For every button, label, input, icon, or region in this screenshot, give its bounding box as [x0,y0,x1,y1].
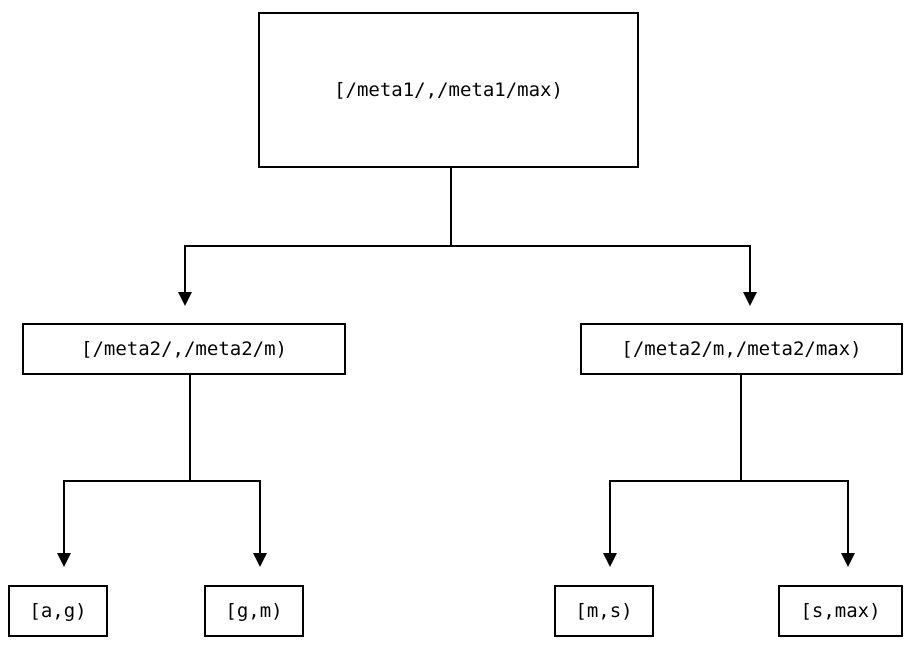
edge-mid-right-horizontal-bar [609,480,849,482]
arrowhead-icon-to-leaf-b [253,553,267,567]
tree-node-mid-left-label: [/meta2/,/meta2/m) [81,337,287,360]
edge-mid-left-horizontal-bar [63,480,261,482]
tree-node-mid-right[interactable]: [/meta2/m,/meta2/max) [580,323,903,375]
edge-root-to-mid-left [184,246,186,292]
edge-mid-right-stem [740,375,742,481]
tree-node-leaf-d[interactable]: [s,max) [778,585,903,637]
arrowhead-icon-root-to-mid-left [178,292,192,306]
arrowhead-icon-to-leaf-c [603,553,617,567]
edge-root-to-mid-right [749,246,751,292]
arrowhead-icon-root-to-mid-right [743,292,757,306]
tree-node-leaf-d-label: [s,max) [800,599,881,622]
tree-node-leaf-c-label: [m,s) [575,599,633,622]
tree-node-leaf-b-label: [g,m) [225,599,283,622]
arrowhead-icon-to-leaf-a [57,553,71,567]
edge-mid-left-to-leaf-b [259,481,261,553]
tree-node-root-label: [/meta1/,/meta1/max) [334,78,563,101]
tree-node-leaf-c[interactable]: [m,s) [554,585,654,637]
edge-root-stem [450,168,452,246]
edge-mid-right-to-leaf-d [847,481,849,553]
tree-node-leaf-a[interactable]: [a,g) [8,585,108,637]
tree-node-mid-left[interactable]: [/meta2/,/meta2/m) [22,323,346,375]
edge-root-horizontal-bar [184,245,751,247]
edge-mid-left-to-leaf-a [63,481,65,553]
tree-node-root[interactable]: [/meta1/,/meta1/max) [258,12,639,168]
tree-node-leaf-b[interactable]: [g,m) [204,585,304,637]
edge-mid-left-stem [189,375,191,481]
arrowhead-icon-to-leaf-d [841,553,855,567]
tree-node-mid-right-label: [/meta2/m,/meta2/max) [621,337,862,360]
tree-node-leaf-a-label: [a,g) [29,599,87,622]
edge-mid-right-to-leaf-c [609,481,611,553]
